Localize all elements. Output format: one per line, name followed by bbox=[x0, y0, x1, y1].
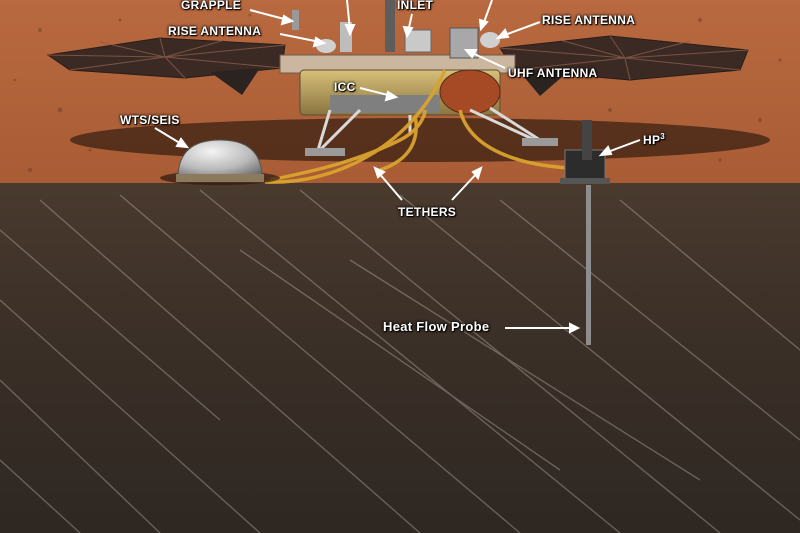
tethers bbox=[264, 69, 571, 184]
lander-legs bbox=[316, 106, 541, 152]
label-uhf-antenna: UHF ANTENNA bbox=[508, 66, 598, 80]
label-wts-seis: WTS/SEIS bbox=[120, 113, 180, 127]
hp3-instrument bbox=[560, 120, 610, 184]
label-rise-antenna-right: RISE ANTENNA bbox=[542, 13, 636, 27]
label-tethers: TETHERS bbox=[398, 205, 457, 219]
label-hp3-superscript: 3 bbox=[660, 132, 666, 141]
surface-rocks bbox=[13, 13, 782, 172]
label-rise-antenna-left: RISE ANTENNA bbox=[168, 24, 262, 38]
label-hp3-text: HP bbox=[643, 133, 661, 147]
subsurface-cutaway bbox=[0, 183, 800, 533]
heat-flow-probe-rod bbox=[586, 185, 591, 345]
label-icc: ICC bbox=[334, 80, 356, 94]
label-inlet: INLET bbox=[397, 0, 434, 12]
label-heat-flow-probe: Heat Flow Probe bbox=[383, 319, 490, 334]
label-grapple: GRAPPLE bbox=[181, 0, 242, 12]
lander-body bbox=[279, 0, 516, 116]
wts-seis-dome bbox=[177, 139, 263, 179]
label-arrows bbox=[154, 0, 641, 334]
label-hp3: HP3 bbox=[643, 132, 665, 147]
light-streaks bbox=[0, 189, 800, 533]
